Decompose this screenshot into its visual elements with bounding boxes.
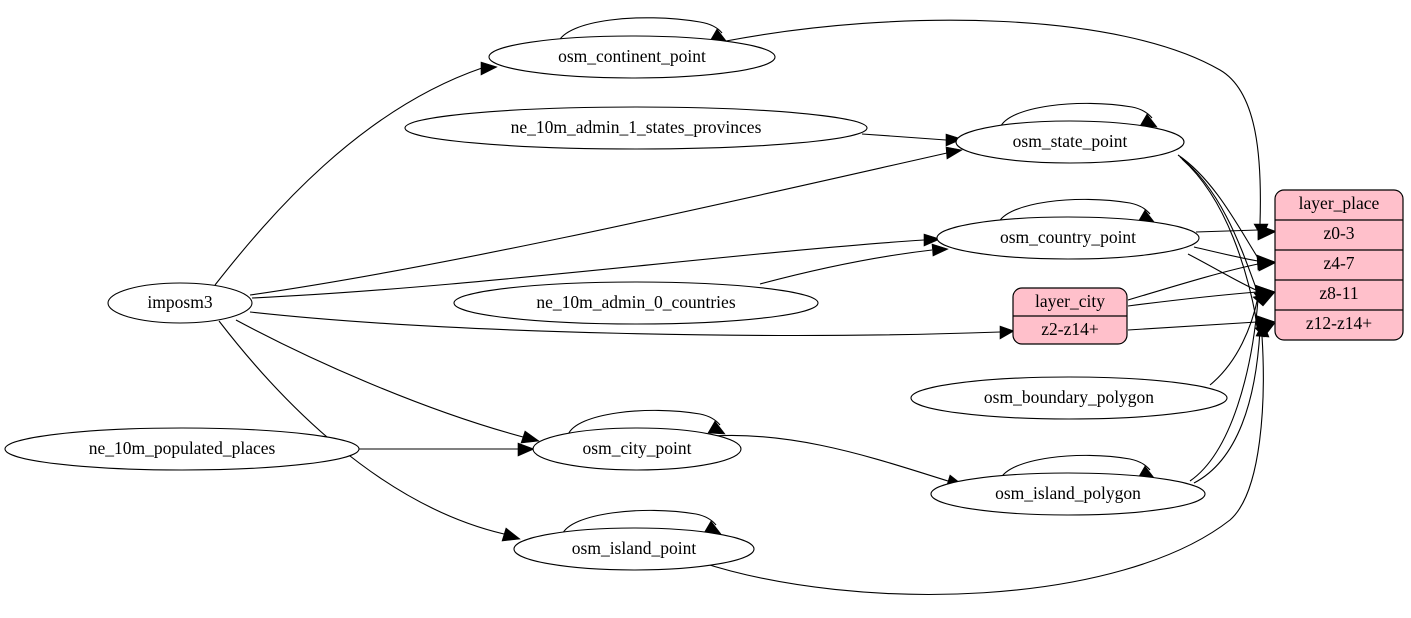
edge-imposm3-to-osm_state_point — [249, 152, 948, 296]
record-row-layer_place-z0-3: z0-3 — [1323, 223, 1354, 243]
node-label-ne_10m_admin_1_states_provinces: ne_10m_admin_1_states_provinces — [511, 117, 762, 137]
arrowhead-icon — [520, 430, 540, 444]
node-osm_city_point[interactable]: osm_city_point — [532, 427, 742, 471]
arrowhead-icon — [1252, 291, 1276, 307]
edge-ne_10m_admin_0_countries-to-osm_country_point — [759, 249, 933, 285]
record-row-layer_place-z8-11: z8-11 — [1319, 283, 1358, 303]
edge-imposm3-to-osm_country_point — [251, 239, 925, 299]
arrowhead-icon — [1139, 113, 1158, 128]
node-osm_island_polygon[interactable]: osm_island_polygon — [930, 472, 1206, 516]
node-ne_10m_admin_0_countries[interactable]: ne_10m_admin_0_countries — [453, 281, 819, 325]
edge-osm_island_polygon-to-layer_place-z12_z14 — [1193, 329, 1261, 484]
edge-osm_country_point-to-layer_place-z4_7 — [1193, 246, 1259, 262]
node-ne_10m_admin_1_states_provinces[interactable]: ne_10m_admin_1_states_provinces — [404, 106, 868, 150]
edge-imposm3-to-osm_island_point — [218, 320, 505, 535]
record-row-layer_place-z4-7: z4-7 — [1323, 253, 1354, 273]
edge-osm_city_point-to-osm_island_polygon — [699, 434, 949, 482]
edge-osm_country_point-to-layer_place-z0_3 — [1195, 229, 1259, 233]
node-label-ne_10m_admin_0_countries: ne_10m_admin_0_countries — [536, 292, 735, 312]
record-row-layer_city-title: layer_city — [1035, 291, 1105, 311]
node-ne_10m_populated_places[interactable]: ne_10m_populated_places — [4, 427, 360, 471]
node-osm_continent_point[interactable]: osm_continent_point — [488, 35, 776, 79]
arrowhead-icon — [501, 527, 521, 542]
edge-osm_state_point-to-layer_place-z8_11 — [1179, 156, 1257, 289]
edge-layer_city-to-layer_place-z8_11 — [1127, 291, 1258, 307]
arrowhead-icon — [1255, 321, 1270, 338]
arrowhead-icon — [931, 243, 949, 257]
node-label-osm_continent_point: osm_continent_point — [558, 46, 706, 66]
record-row-layer_place-z12-z14: z12-z14+ — [1306, 313, 1372, 333]
node-osm_boundary_polygon[interactable]: osm_boundary_polygon — [910, 376, 1228, 420]
arrowhead-icon — [923, 233, 941, 247]
selfloop-osm_island_polygon — [999, 454, 1151, 481]
node-osm_island_point[interactable]: osm_island_point — [513, 527, 755, 571]
record-row-layer_place-title: layer_place — [1299, 193, 1380, 213]
record-node-layer_city[interactable]: layer_city z2-z14+ — [1012, 287, 1128, 345]
edge-layer_city-to-layer_place-z4_7 — [1127, 263, 1259, 301]
arrowhead-icon — [1257, 224, 1276, 240]
edge-osm_continent_point-to-layer_place-z0_3 — [725, 19, 1261, 225]
arrowhead-icon — [999, 325, 1015, 340]
node-label-osm_island_polygon: osm_island_polygon — [995, 483, 1141, 503]
selfloop-osm_country_point — [997, 198, 1151, 225]
node-imposm3[interactable]: imposm3 — [107, 282, 253, 324]
arrowhead-icon — [707, 420, 726, 435]
selfloop-osm_continent_point — [557, 17, 723, 44]
edge-imposm3-to-osm_city_point — [235, 319, 524, 438]
edge-imposm3-to-layer_city — [249, 311, 1001, 336]
arrowhead-icon — [945, 133, 963, 147]
edge-osm_boundary_polygon-to-layer_place-z8_11 — [1209, 296, 1259, 386]
node-label-osm_city_point: osm_city_point — [583, 438, 692, 458]
arrowhead-icon — [480, 61, 498, 76]
edge-imposm3-to-osm_continent_point — [214, 67, 483, 286]
edge-osm_island_polygon-to-layer_place-z8_11 — [1189, 299, 1259, 482]
arrowhead-icon — [517, 442, 535, 457]
edges-layer — [214, 17, 1276, 595]
selfloop-osm_island_point — [561, 509, 717, 536]
edge-osm_island_point-to-layer_place-z12_z14 — [699, 335, 1264, 595]
edge-osm_state_point-to-layer_place-z4_7 — [1177, 154, 1259, 259]
arrowhead-icon — [945, 146, 963, 160]
node-label-osm_state_point: osm_state_point — [1013, 131, 1128, 151]
node-label-osm_island_point: osm_island_point — [572, 538, 697, 558]
record-row-layer_city-z2-z14: z2-z14+ — [1041, 319, 1099, 339]
edge-layer_city-to-layer_place-z12_z14 — [1127, 321, 1258, 331]
edge-osm_state_point-to-layer_place-z12_z14 — [1181, 158, 1257, 319]
node-osm_country_point[interactable]: osm_country_point — [936, 216, 1200, 260]
selfloop-osm_state_point — [999, 102, 1153, 129]
node-osm_state_point[interactable]: osm_state_point — [955, 120, 1185, 164]
arrowhead-icon — [1257, 257, 1276, 272]
node-label-osm_country_point: osm_country_point — [1000, 227, 1136, 247]
record-node-layer_place[interactable]: layer_place z0-3 z4-7 z8-11 z12-z14+ — [1274, 189, 1404, 341]
edge-ne_10m_admin_1_states_provinces-to-osm_state_point — [861, 133, 947, 141]
node-label-ne_10m_populated_places: ne_10m_populated_places — [89, 438, 276, 458]
node-label-osm_boundary_polygon: osm_boundary_polygon — [984, 387, 1154, 407]
nodes-layer: imposm3 ne_10m_populated_places osm_cont… — [4, 35, 1404, 571]
edge-osm_country_point-to-layer_place-z8_11 — [1187, 253, 1257, 291]
selfloop-osm_city_point — [567, 409, 721, 436]
node-label-imposm3: imposm3 — [147, 292, 212, 312]
